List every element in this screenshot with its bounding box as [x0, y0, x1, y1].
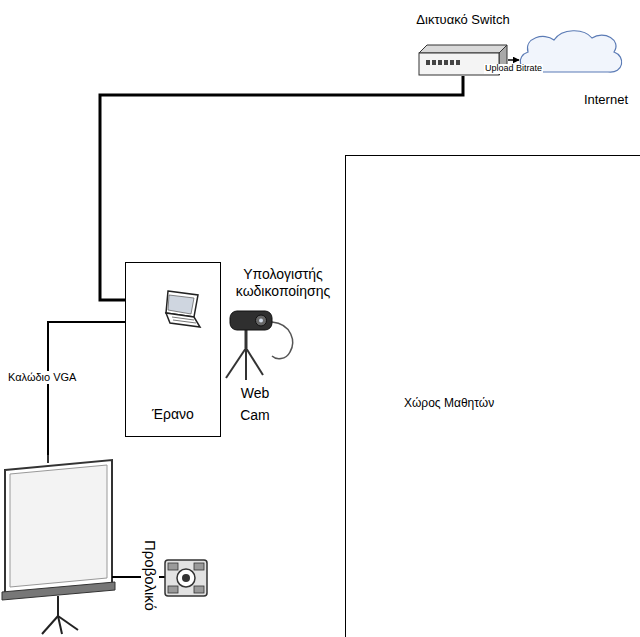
upload-arrow	[508, 59, 519, 61]
projector-label: Προβολικό	[141, 538, 159, 612]
webcam-leg	[245, 348, 247, 380]
screen-frame	[5, 460, 112, 595]
edge-label: Upload Bitrate	[484, 64, 543, 74]
screen-hook	[47, 455, 49, 463]
node-text: Δικτυακό Switch	[398, 12, 528, 28]
computer-label: Υπολογιστής κωδικοποίησης	[222, 266, 344, 300]
laptop-display	[168, 295, 194, 314]
projector-vent	[194, 586, 204, 593]
tripod-pole	[57, 596, 59, 616]
laptop-keys	[172, 317, 194, 320]
projection-screen	[2, 455, 115, 634]
node-text: Χώρος Μαθητών	[404, 396, 494, 410]
laptop-keys	[173, 320, 196, 323]
lectern-box: Έρανο	[125, 262, 221, 437]
tripod-leg	[58, 616, 78, 630]
switch-top	[419, 45, 507, 53]
webcam-body	[230, 311, 272, 330]
node-text: Έρανο	[126, 406, 220, 423]
webcam-leg	[226, 348, 246, 378]
switch-port	[432, 60, 436, 65]
screen-surface	[10, 465, 107, 587]
switch-port	[444, 60, 448, 65]
webcam-cable	[272, 322, 293, 359]
webcam-leg	[246, 348, 263, 375]
projector-lens	[177, 569, 195, 587]
projector-vent	[168, 586, 178, 593]
projector-icon	[165, 560, 207, 596]
laptop-icon	[162, 289, 202, 331]
webcam-lens	[256, 315, 267, 326]
projector-vent	[168, 563, 178, 570]
webcam-neck	[245, 330, 248, 348]
student-area: Χώρος Μαθητών	[345, 155, 640, 637]
vga-cable	[48, 322, 125, 458]
webcam-icon	[226, 311, 293, 380]
tripod-leg	[42, 616, 58, 634]
node-text: Internet	[584, 92, 628, 108]
projector-vent	[194, 563, 204, 570]
projector-body	[165, 560, 207, 596]
projector-lens-core	[182, 574, 190, 582]
switch-port	[456, 60, 460, 65]
webcam-lens-glint	[259, 319, 263, 323]
laptop-keyboard	[166, 313, 200, 327]
webcam-label: Web Cam	[231, 382, 279, 427]
switch-port	[438, 60, 442, 65]
switch-port	[426, 60, 430, 65]
network-cable	[100, 76, 463, 300]
switch-port	[450, 60, 454, 65]
cable-label: Καλώδιο VGA	[6, 371, 78, 384]
